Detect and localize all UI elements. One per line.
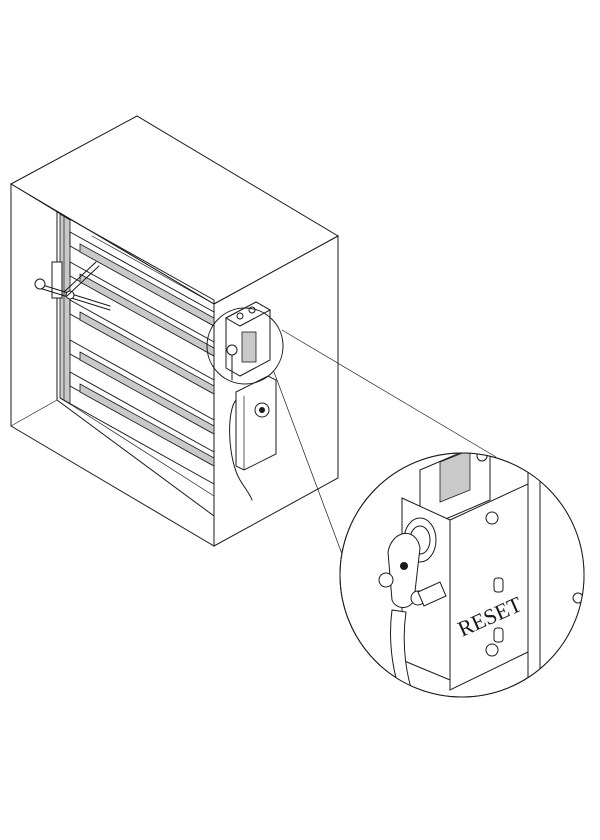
damper-blades bbox=[59, 213, 215, 497]
blade-linkage bbox=[34, 261, 111, 311]
callout bbox=[206, 307, 497, 563]
actuator-assembly bbox=[224, 301, 277, 501]
